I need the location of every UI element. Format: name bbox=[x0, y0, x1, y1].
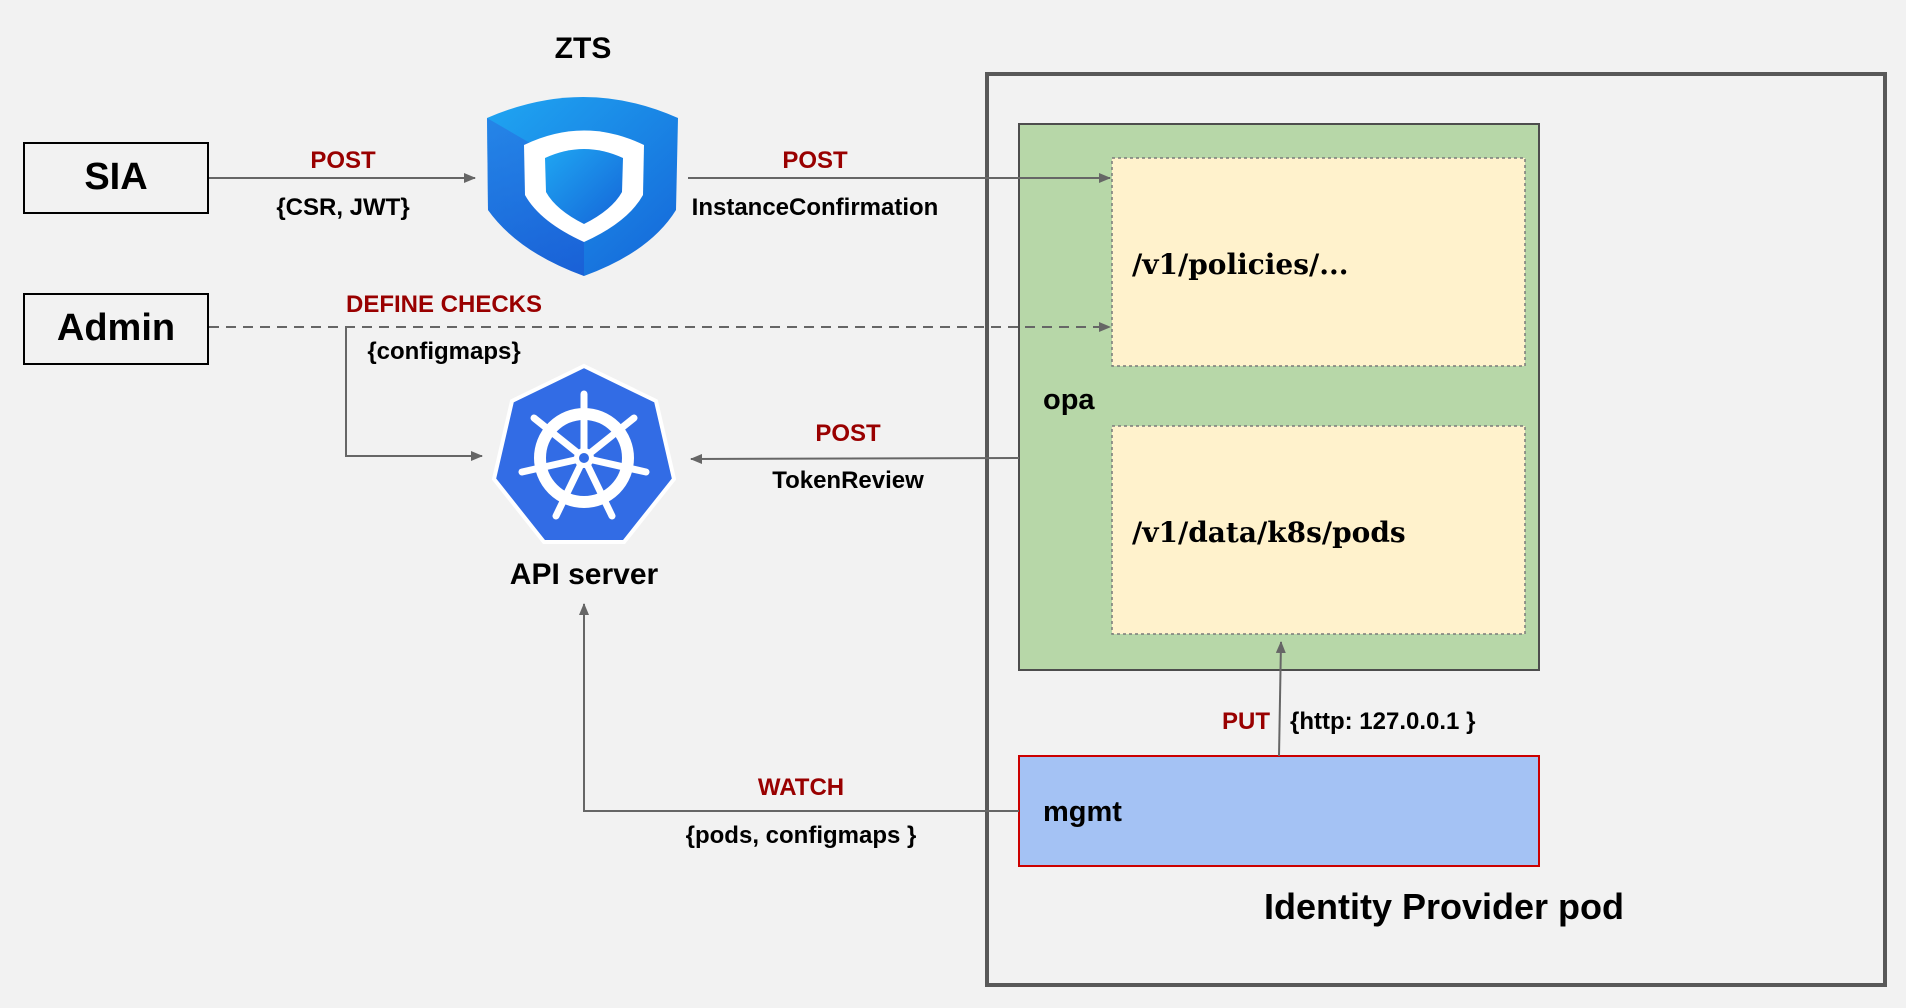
sia-box bbox=[23, 142, 209, 214]
mgmt-api-payload: {pods, configmaps } bbox=[685, 822, 917, 849]
mgmt-box bbox=[1018, 755, 1540, 867]
arrow-admin-to-api bbox=[345, 327, 483, 461]
admin-label: Admin bbox=[56, 307, 176, 349]
kubernetes-helm-icon bbox=[491, 363, 677, 544]
policies-endpoint-label: /v1/policies/... bbox=[1132, 248, 1349, 281]
sia-label: SIA bbox=[84, 156, 148, 198]
data-pods-endpoint-label: /v1/data/k8s/pods bbox=[1132, 516, 1406, 549]
sia-zts-payload: {CSR, JWT} bbox=[276, 194, 410, 221]
api-server-label: API server bbox=[509, 558, 659, 591]
zts-opa-payload: InstanceConfirmation bbox=[691, 194, 939, 221]
zts-label: ZTS bbox=[554, 32, 612, 65]
opa-api-payload: TokenReview bbox=[772, 467, 924, 494]
mgmt-api-verb: WATCH bbox=[757, 774, 845, 801]
mgmt-label: mgmt bbox=[1043, 796, 1122, 828]
admin-checks-verb: DEFINE CHECKS bbox=[345, 291, 543, 318]
shield-icon bbox=[487, 97, 678, 276]
mgmt-opa-verb: PUT bbox=[1222, 708, 1270, 735]
identity-provider-pod-box bbox=[985, 72, 1887, 987]
admin-box bbox=[23, 293, 209, 365]
identity-provider-pod-label: Identity Provider pod bbox=[1263, 886, 1625, 927]
sia-zts-verb: POST bbox=[310, 147, 376, 174]
policies-endpoint-box bbox=[1111, 157, 1526, 367]
arrow-opa-to-api bbox=[690, 453, 1020, 464]
arrow-mgmt-to-api bbox=[579, 603, 1019, 812]
opa-api-verb: POST bbox=[815, 420, 881, 447]
zts-opa-verb: POST bbox=[782, 147, 848, 174]
admin-checks-payload: {configmaps} bbox=[367, 338, 521, 365]
mgmt-opa-payload: {http: 127.0.0.1 } bbox=[1290, 708, 1476, 735]
opa-label: opa bbox=[1043, 384, 1095, 416]
arrow-mgmt-to-opa bbox=[1275, 641, 1286, 757]
data-pods-endpoint-box bbox=[1111, 425, 1526, 635]
